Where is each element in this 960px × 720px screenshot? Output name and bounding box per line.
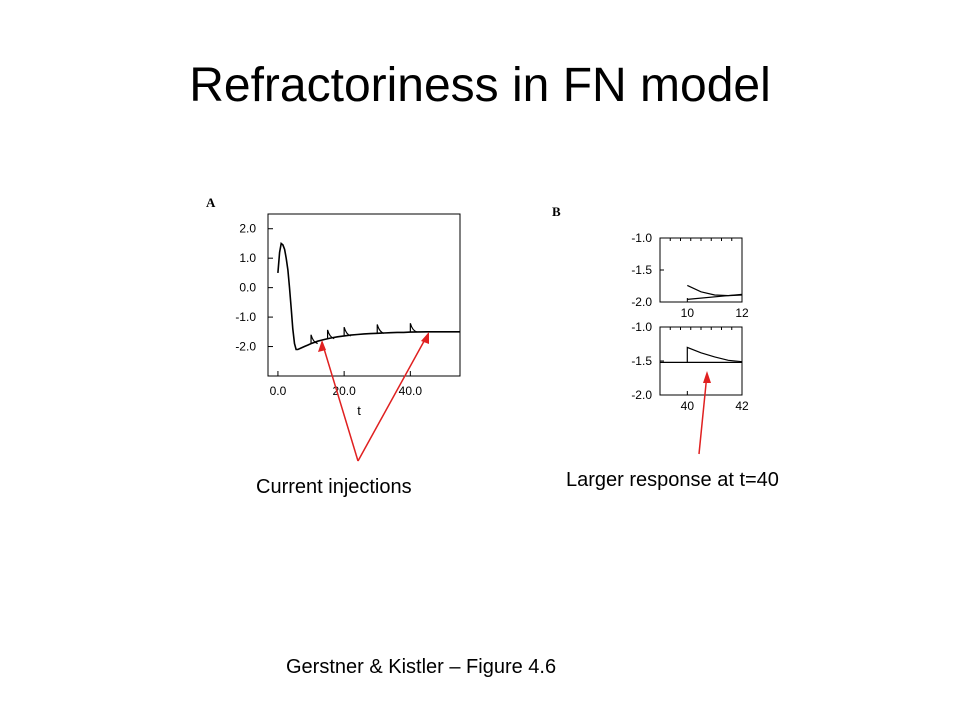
- panel-b-top-ytick-label: -1.5: [631, 263, 652, 277]
- panel-b-top-plot: [687, 284, 743, 300]
- panel-a-ytick-label: 1.0: [239, 251, 256, 265]
- annotation-current-injections: Current injections: [256, 476, 412, 498]
- panel-a-pulse: [409, 323, 418, 333]
- panel-b-bottom-ticks: -1.0 -1.5 -2.0 40 42: [631, 320, 749, 413]
- panel-a-frame: [267, 213, 461, 377]
- panel-b-bottom-xtick-label: 40: [681, 399, 695, 413]
- panel-b-top-response: [687, 284, 743, 297]
- annotation-larger-response: Larger response at t=40: [566, 469, 779, 491]
- panel-b-bottom-plot: [660, 346, 743, 363]
- arrow-larger-head: [703, 371, 711, 383]
- panel-a-ytick-label: 2.0: [239, 222, 256, 236]
- panel-a-pulse: [376, 324, 385, 334]
- panel-b-top-xtick-label: 12: [735, 306, 749, 320]
- panel-a-letter: A: [206, 195, 216, 210]
- panel-b-bottom-ytick-label: -1.0: [631, 320, 652, 334]
- panel-a-plot: [277, 242, 460, 351]
- panel-a-ytick-label: 0.0: [239, 281, 256, 295]
- panel-b-top-ytick-label: -2.0: [631, 295, 652, 309]
- slide-title: Refractoriness in FN model: [189, 59, 771, 112]
- panel-a-ytick-label: -2.0: [235, 340, 256, 354]
- panel-b-bottom-ytick-label: -1.5: [631, 354, 652, 368]
- panel-a-trace: [277, 242, 460, 351]
- figure-source-credit: Gerstner & Kistler – Figure 4.6: [286, 656, 557, 678]
- panel-a-xlabel: t: [357, 403, 361, 418]
- arrow-current-left-head: [318, 340, 326, 352]
- arrow-current-right-head: [421, 332, 429, 344]
- panel-a-ytick-label: -1.0: [235, 310, 256, 324]
- panel-b-bottom-xtick-label: 42: [735, 399, 749, 413]
- panel-a-xtick-label: 40.0: [399, 384, 423, 398]
- panel-b-top-ticks: -1.0 -1.5 -2.0 10 12: [631, 231, 749, 320]
- panel-a-pulse: [310, 334, 318, 345]
- panel-a-pulse: [326, 329, 335, 340]
- panel-b-bottom-response: [686, 346, 743, 363]
- panel-a-pulse: [343, 326, 351, 337]
- arrow-current-left: [321, 341, 359, 462]
- panel-a-xtick-label: 0.0: [270, 384, 287, 398]
- panel-b-top-xtick-label: 10: [681, 306, 695, 320]
- panel-b-letter: B: [552, 204, 561, 219]
- panel-b-bottom-ytick-label: -2.0: [631, 388, 652, 402]
- annotation-arrows: [318, 332, 711, 462]
- arrow-larger: [698, 373, 708, 455]
- arrow-current-right: [357, 333, 429, 462]
- panel-b-top-ytick-label: -1.0: [631, 231, 652, 245]
